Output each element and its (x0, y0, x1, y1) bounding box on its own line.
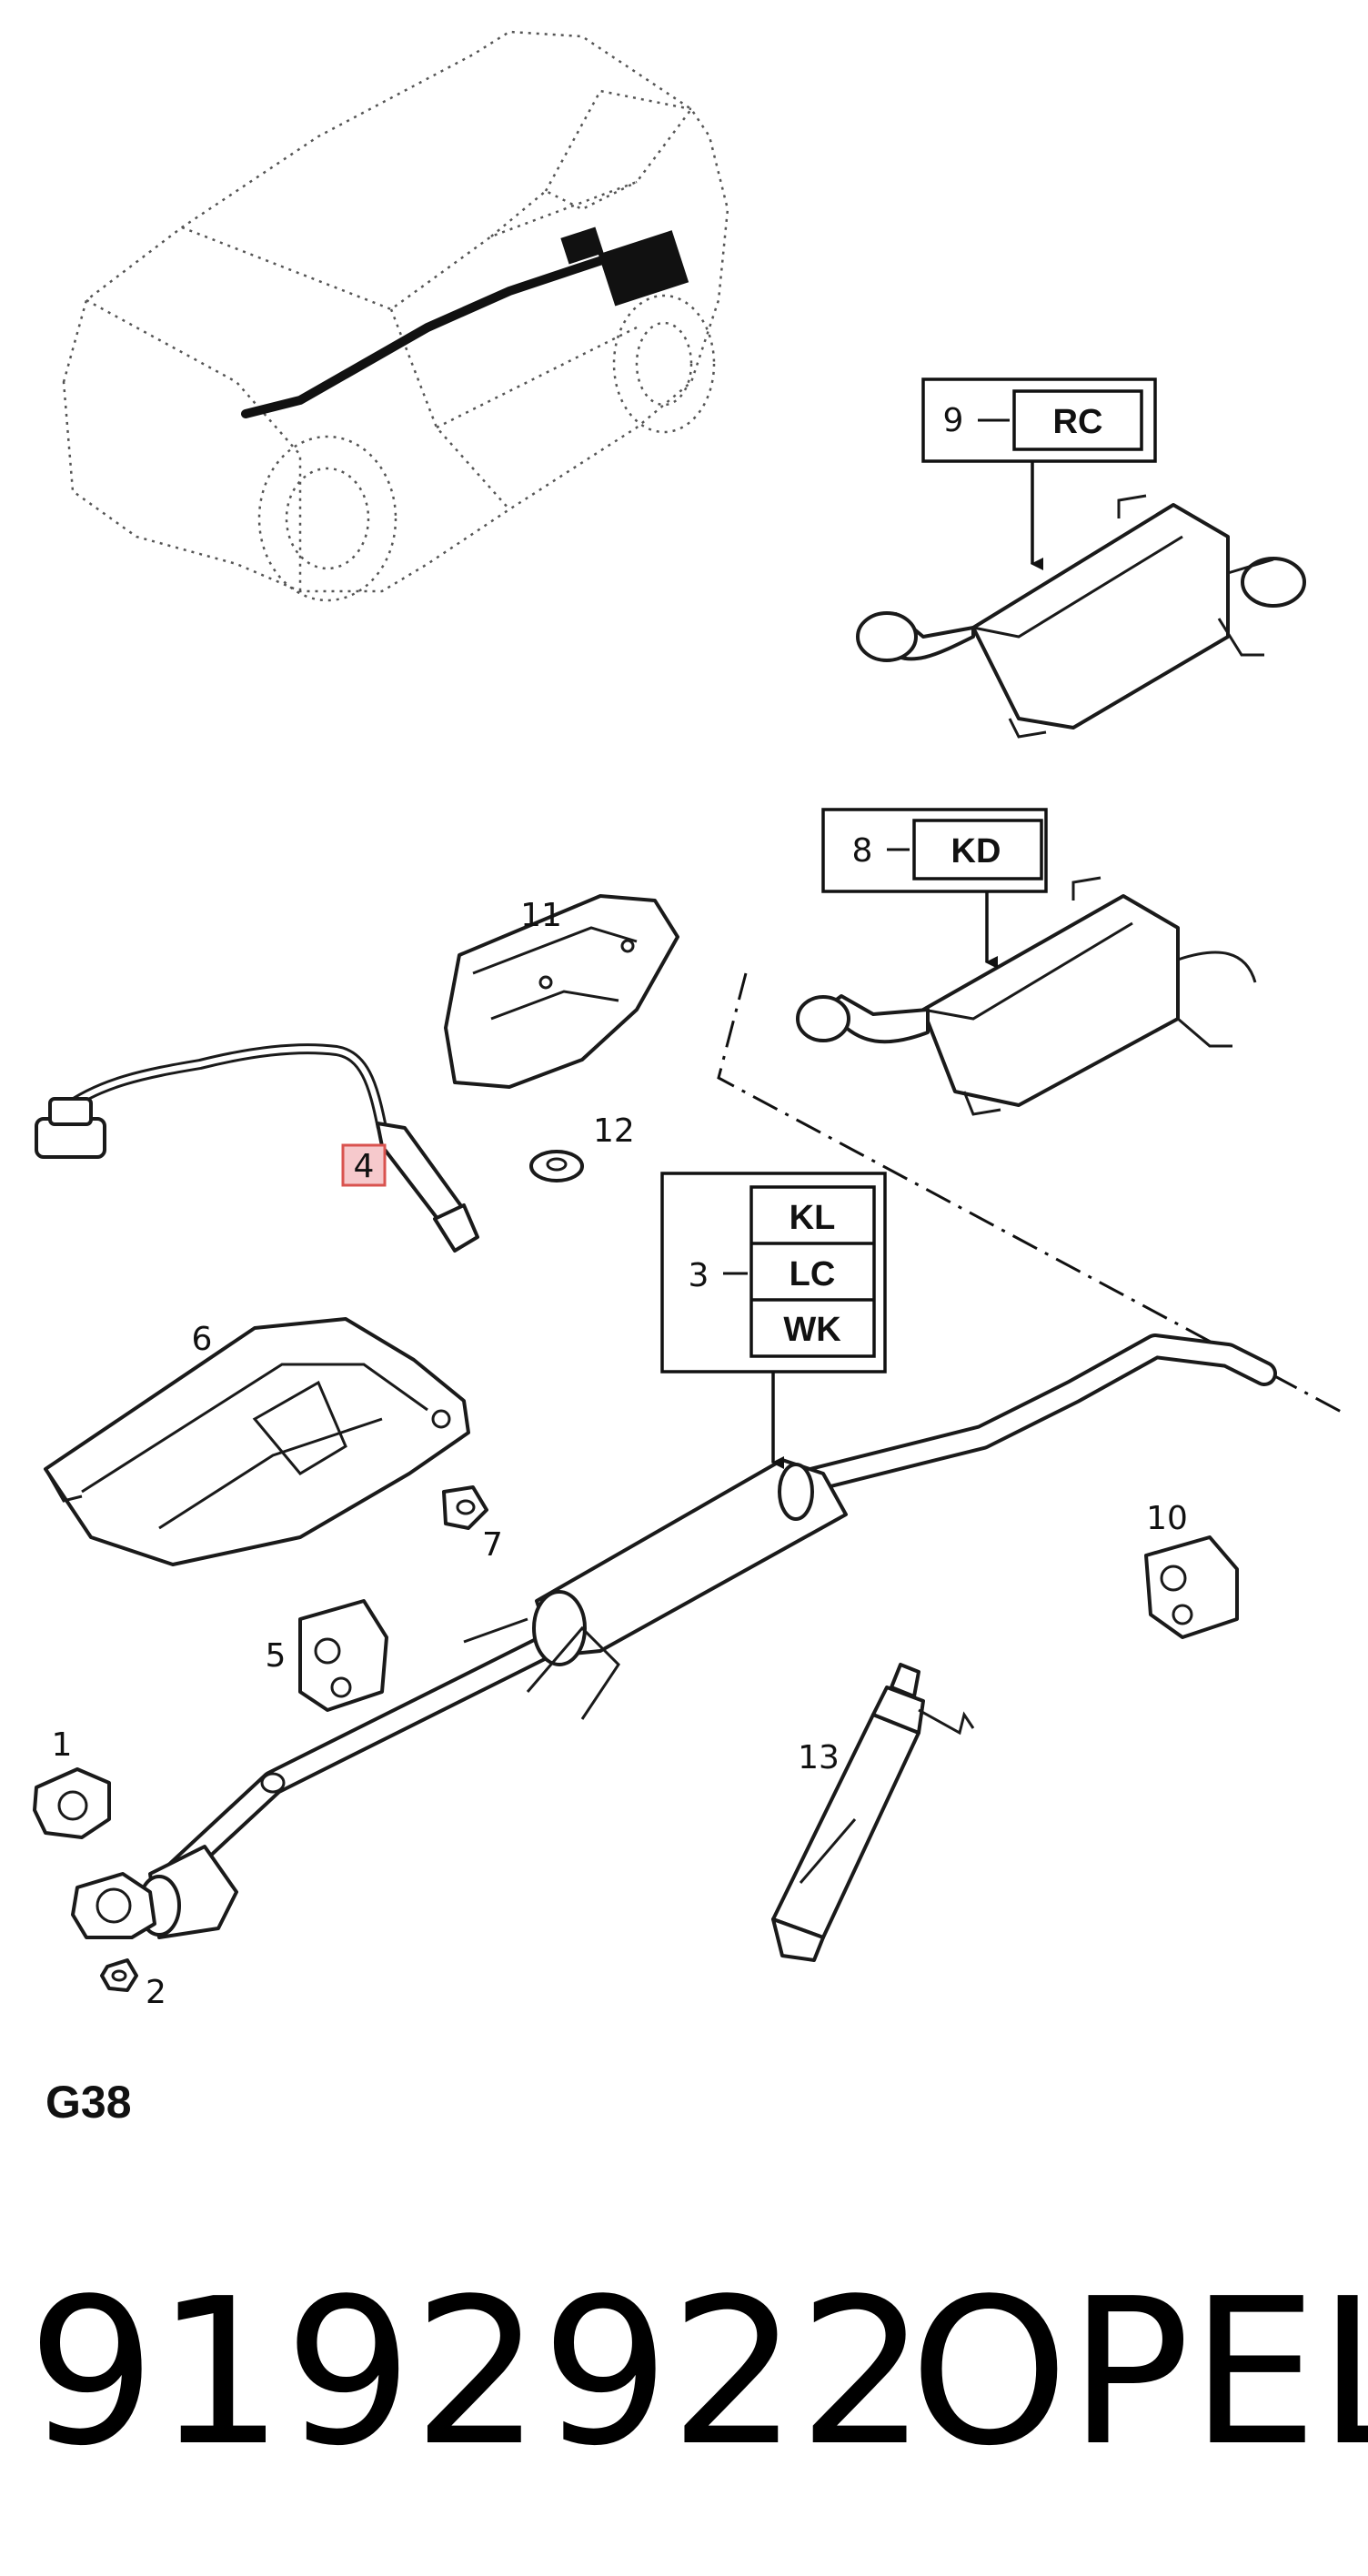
brand-name: OPEL (910, 2256, 1368, 2490)
variant-code-kd: KD (951, 832, 1001, 870)
callout-3: 3 (689, 1257, 709, 1294)
callout-7: 7 (482, 1526, 503, 1564)
callout-2: 2 (146, 1974, 166, 2011)
variant-code-box-rc (1012, 389, 1143, 451)
callout-4: 4 (354, 1148, 375, 1185)
nut-7 (442, 1485, 488, 1530)
gasket-1 (33, 1767, 111, 1839)
callout-5: 5 (266, 1637, 287, 1675)
rubber-hanger-10 (1144, 1535, 1239, 1639)
variant-code-wk: WK (783, 1311, 841, 1349)
callout-9: 9 (943, 402, 964, 439)
variant-code-kl: KL (790, 1199, 836, 1237)
variant-code-box-kd (912, 819, 1043, 880)
rear-muffler-9 (856, 494, 1306, 739)
heat-shield-6 (44, 1317, 470, 1566)
section-code: G38 (45, 2077, 132, 2128)
callout-4-highlight (341, 1143, 387, 1187)
sealant-tube-13 (771, 1663, 975, 1962)
alternative-divider-line (717, 972, 1347, 1416)
callout-6: 6 (192, 1321, 213, 1358)
variant-code-lc: LC (790, 1255, 836, 1293)
callout-13: 13 (798, 1739, 840, 1776)
callout-1: 1 (52, 1726, 73, 1764)
part-number: 9192922 (27, 2256, 927, 2490)
callout-11: 11 (520, 897, 562, 934)
nut-12 (529, 1150, 584, 1182)
callout-10: 10 (1146, 1500, 1188, 1537)
heat-shield-11 (444, 894, 679, 1089)
rear-muffler-8 (796, 876, 1257, 1116)
rubber-hanger-5 (298, 1599, 388, 1712)
oxygen-sensor-4 (35, 1043, 479, 1253)
exhaust-pipe-3 (71, 1333, 1277, 1939)
callout-8: 8 (852, 832, 873, 870)
car-illustration (62, 30, 729, 602)
nut-2 (100, 1958, 138, 1992)
callout-12: 12 (593, 1112, 635, 1150)
variant-code-rc: RC (1053, 403, 1103, 441)
variant-codes-box-3 (749, 1185, 876, 1358)
